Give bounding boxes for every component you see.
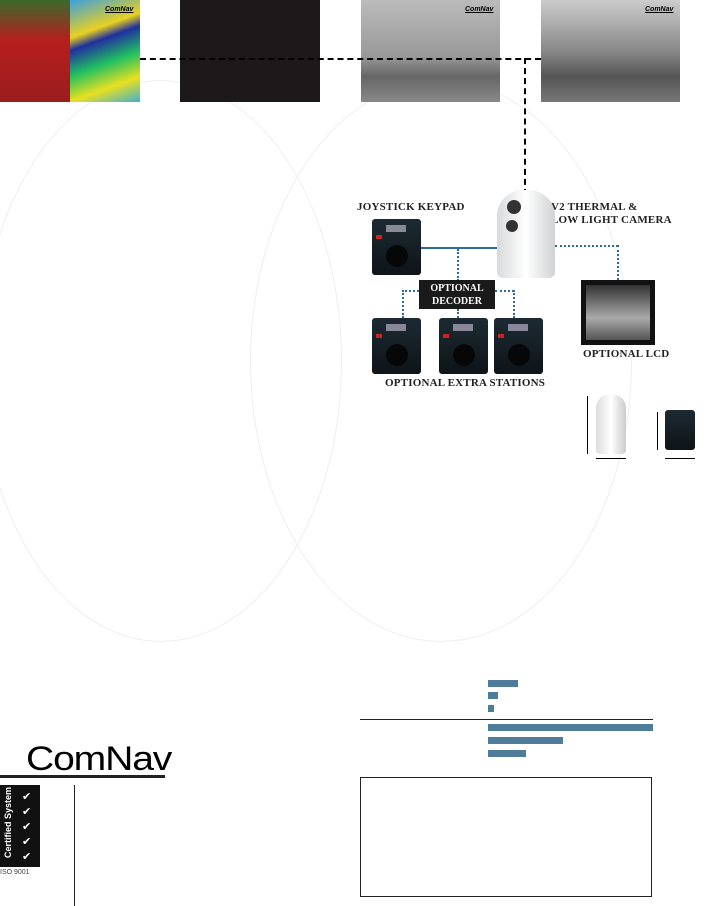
height-arrow: [657, 412, 658, 450]
connector-line: [140, 58, 541, 60]
brand-mark: ComNav: [105, 6, 134, 13]
brand-mark: ComNav: [645, 6, 674, 13]
boat-image-1: [361, 0, 500, 102]
connector-line: [513, 290, 515, 318]
decoder-label-2: DECODER UNIT: [431, 296, 482, 320]
camera-label-2: LOW LIGHT CAMERA: [551, 214, 672, 226]
extra-station-keypad: [494, 318, 543, 374]
table-divider: [360, 719, 653, 720]
spec-bar: [488, 680, 518, 687]
iso-label: ISO 9001: [0, 869, 30, 876]
comnav-logo: ComNav: [26, 740, 172, 778]
connector-line: [495, 290, 514, 292]
spec-bar: [488, 705, 494, 712]
camera-label-1: V2 THERMAL &: [551, 201, 638, 213]
stations-label: OPTIONAL EXTRA STATIONS: [385, 377, 546, 389]
connector-line: [402, 290, 404, 318]
logo-underline: [0, 775, 165, 778]
connector-line: [457, 249, 459, 281]
footer-divider: [74, 785, 75, 906]
extra-station-keypad: [439, 318, 488, 374]
extra-station-keypad: [372, 318, 421, 374]
keypad-dimensions-image: [665, 410, 695, 450]
width-arrow: [665, 458, 695, 459]
thermal-image-red: [0, 0, 70, 102]
spec-bar: [488, 692, 498, 699]
connector-line: [524, 58, 526, 195]
connector-line: [457, 309, 459, 318]
connector-line: [421, 247, 497, 249]
spec-bar: [488, 724, 653, 731]
decoder-label-1: OPTIONAL: [430, 283, 484, 294]
lcd-label: OPTIONAL LCD: [583, 348, 670, 360]
certification-badge: Certified System ✔✔✔✔✔: [0, 785, 40, 867]
cert-text: Certified System: [3, 787, 13, 859]
connector-line: [402, 290, 419, 292]
spec-bar: [488, 750, 526, 757]
brand-mark: ComNav: [465, 6, 494, 13]
boat-image-2: [541, 0, 680, 102]
height-arrow: [587, 396, 588, 454]
spec-bar: [488, 737, 563, 744]
optional-lcd: [581, 280, 655, 345]
decoder-unit: OPTIONAL DECODER UNIT: [419, 280, 495, 320]
joystick-keypad: [372, 219, 421, 275]
connector-line: [555, 245, 618, 247]
width-arrow: [596, 458, 626, 459]
joystick-label: JOYSTICK KEYPAD: [357, 201, 465, 213]
camera-dimensions-image: [596, 394, 626, 454]
connector-line: [617, 245, 619, 280]
thermal-image-rainbow: [70, 0, 140, 102]
info-box: [360, 777, 652, 897]
dark-image: [180, 0, 320, 102]
v2-camera: [497, 190, 555, 278]
checkmark-icons: ✔✔✔✔✔: [22, 790, 32, 863]
